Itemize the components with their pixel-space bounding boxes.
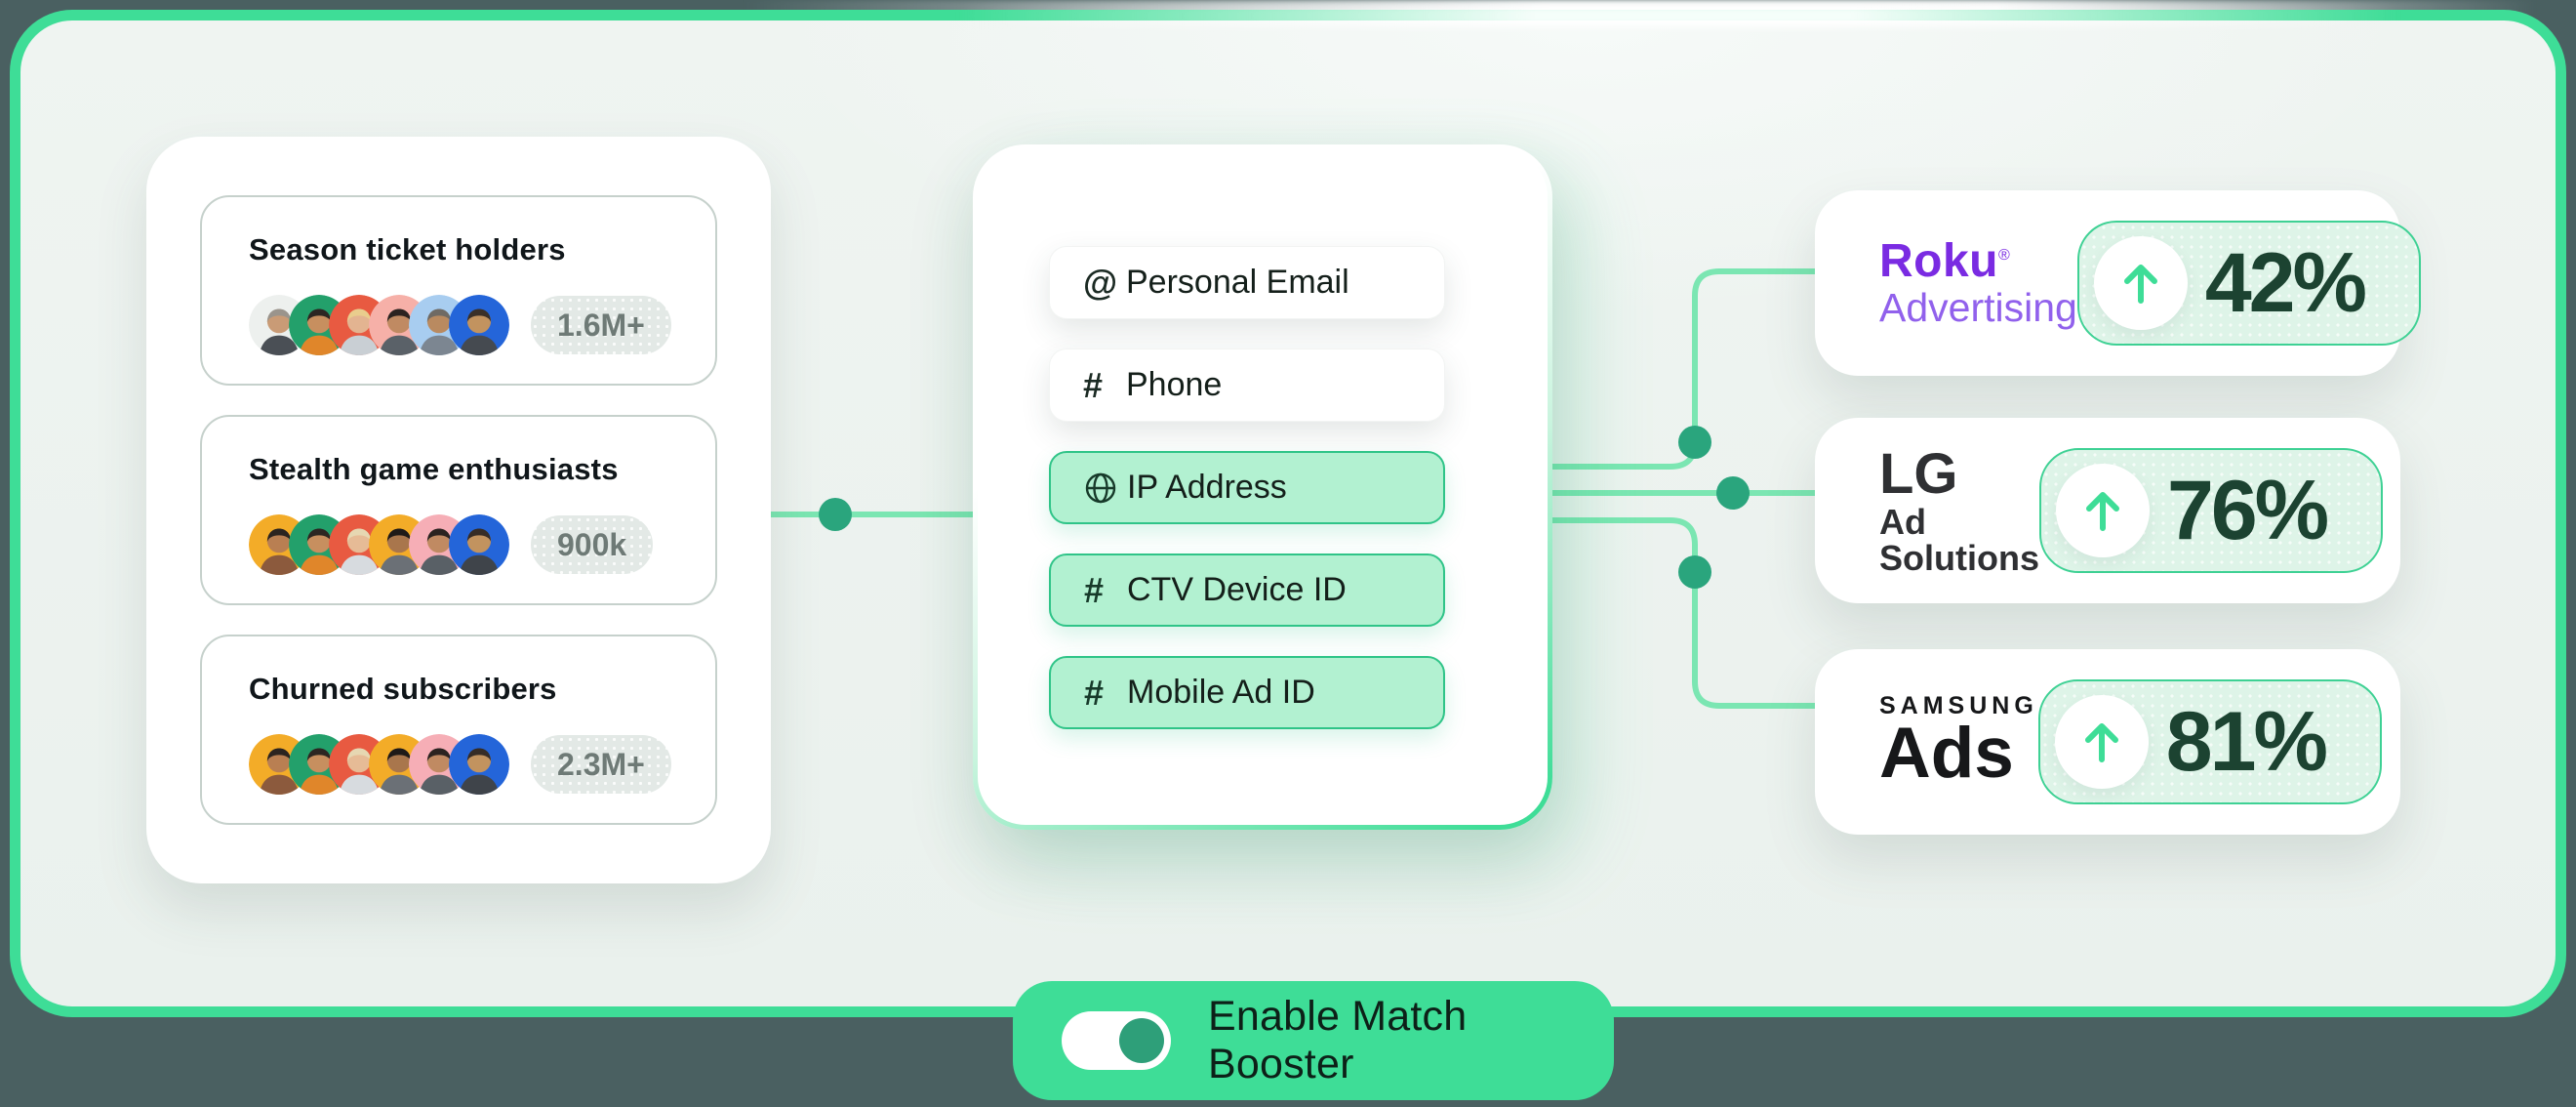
arrow-up-icon — [2093, 236, 2188, 330]
segment-title: Stealth game enthusiasts — [249, 452, 619, 486]
identifier-ip-address[interactable]: IP Address — [1049, 451, 1445, 524]
wire-node — [1678, 555, 1711, 589]
identifier-label: Personal Email — [1126, 264, 1349, 301]
segment-title: Churned subscribers — [249, 672, 557, 706]
samsung-ads-logo: SAMSUNG Ads — [1879, 692, 2038, 793]
wire-identity-to-roku — [1541, 268, 1828, 470]
hash-icon: # — [1084, 672, 1105, 713]
avatar-group — [249, 734, 509, 795]
segment-season-ticket-holders[interactable]: Season ticket holders 1.6M+ — [200, 195, 717, 386]
avatar — [449, 734, 509, 795]
registered-mark: ® — [1998, 246, 2011, 264]
identity-card: @ Personal Email # Phone IP Address # CT… — [978, 149, 1548, 825]
identifier-ctv-device-id[interactable]: # CTV Device ID — [1049, 554, 1445, 627]
avatar — [449, 514, 509, 575]
panel-border-glow — [956, 4, 2400, 27]
avatar — [449, 295, 509, 355]
wire-node — [1678, 426, 1711, 459]
wire-node — [819, 498, 852, 531]
toggle-label: Enable Match Booster — [1208, 993, 1468, 1087]
identity-card-border: @ Personal Email # Phone IP Address # CT… — [973, 144, 1552, 830]
person-avatar — [449, 295, 509, 355]
segment-churned-subscribers[interactable]: Churned subscribers 2.3M+ — [200, 635, 717, 825]
at-icon: @ — [1083, 262, 1118, 303]
match-booster-toggle[interactable] — [1062, 1011, 1171, 1070]
platform-card-lg: LG Ad Solutions 76% — [1815, 418, 2400, 603]
segment-stealth-game-enthusiasts[interactable]: Stealth game enthusiasts 900k — [200, 415, 717, 605]
audience-count-badge: 900k — [531, 515, 654, 574]
identifier-mobile-ad-id[interactable]: # Mobile Ad ID — [1049, 656, 1445, 729]
lg-ad-solutions-logo: LG Ad Solutions — [1879, 441, 2039, 578]
lift-value: 81% — [2165, 694, 2328, 789]
arrow-up-icon — [2055, 464, 2150, 557]
identifier-label: IP Address — [1127, 469, 1287, 506]
identifier-personal-email[interactable]: @ Personal Email — [1049, 246, 1445, 319]
identifier-label: Phone — [1126, 366, 1223, 403]
platform-card-roku: Roku® Advertising 42% — [1815, 190, 2421, 376]
wire-node — [1716, 476, 1750, 510]
lift-value: 76% — [2166, 463, 2329, 557]
audience-count-badge: 1.6M+ — [531, 296, 671, 354]
match-lift-badge: 76% — [2038, 448, 2383, 573]
identifier-phone[interactable]: # Phone — [1049, 348, 1445, 422]
person-avatar — [449, 734, 509, 795]
identifier-label: CTV Device ID — [1127, 571, 1347, 608]
hash-icon: # — [1084, 569, 1105, 610]
audience-card: Season ticket holders 1.6M+ — [146, 137, 771, 883]
hash-icon: # — [1083, 364, 1104, 405]
match-lift-badge: 42% — [2076, 221, 2421, 346]
lift-value: 42% — [2204, 235, 2367, 330]
match-lift-badge: 81% — [2037, 679, 2382, 804]
avatar-group — [249, 514, 509, 575]
roku-advertising-logo: Roku® Advertising — [1879, 234, 2077, 330]
platform-card-samsung: SAMSUNG Ads 81% — [1815, 649, 2400, 835]
globe-icon — [1084, 472, 1127, 505]
toggle-knob — [1119, 1018, 1164, 1063]
match-booster-toggle-bar: Enable Match Booster — [1013, 981, 1614, 1100]
person-avatar — [449, 514, 509, 575]
avatar-group — [249, 295, 509, 355]
identifier-label: Mobile Ad ID — [1127, 674, 1315, 711]
segment-title: Season ticket holders — [249, 232, 566, 266]
arrow-up-icon — [2054, 695, 2149, 789]
audience-count-badge: 2.3M+ — [531, 735, 671, 794]
wire-identity-to-samsung — [1541, 517, 1828, 709]
